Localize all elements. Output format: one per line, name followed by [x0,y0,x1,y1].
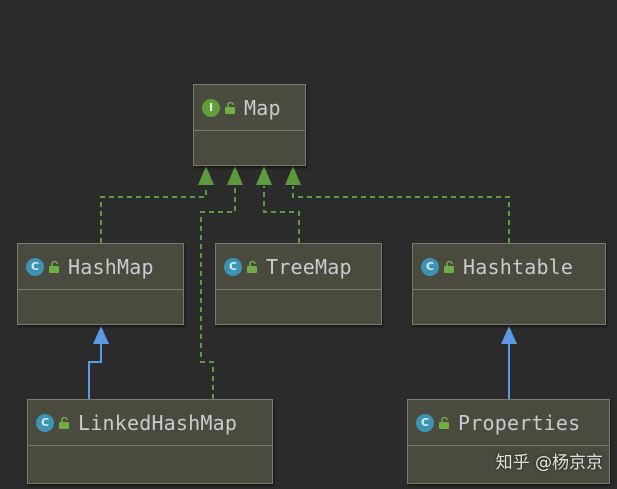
uml-node-header: C TreeMap [216,244,381,290]
lock-open-icon [225,101,235,114]
node-label-hashmap: HashMap [68,254,154,279]
arrowhead-map-4 [285,166,301,185]
uml-node-properties[interactable]: C Properties [407,399,610,484]
lock-open-icon [247,260,257,273]
uml-node-header: C LinkedHashMap [28,400,272,446]
class-icon: C [26,257,44,276]
edge-hashtable-implements-map [292,186,510,243]
arrowhead-map-1 [198,166,214,185]
arrowhead-hashtable [501,326,517,344]
edge-linkedhashmap-implements-map [200,186,236,399]
interface-icon: I [202,98,220,117]
lock-open-icon [59,416,69,429]
uml-node-header: C Properties [408,400,609,446]
lock-open-icon [49,260,59,273]
class-icon: C [416,413,434,432]
class-icon: C [421,257,439,276]
uml-node-treemap[interactable]: C TreeMap [215,243,382,325]
arrowhead-map-3 [256,166,272,185]
arrowhead-map-2 [227,166,243,185]
node-label-map: Map [244,95,281,120]
lock-open-icon [439,416,449,429]
class-icon: C [224,257,242,276]
watermark-text: 知乎 @杨京京 [495,453,603,473]
class-icon: C [36,413,54,432]
edge-linkedhashmap-extends-hashmap [88,344,102,399]
uml-node-hashmap[interactable]: C HashMap [17,243,184,325]
node-label-treemap: TreeMap [266,254,352,279]
edge-treemap-implements-map [263,186,300,243]
uml-node-header: I Map [194,85,305,131]
node-label-properties: Properties [458,410,581,435]
uml-node-hashtable[interactable]: C Hashtable [412,243,606,325]
node-label-linkedhashmap: LinkedHashMap [78,410,238,435]
arrowhead-hashmap [93,326,109,344]
node-label-hashtable: Hashtable [463,254,574,279]
uml-node-map[interactable]: I Map [193,84,306,166]
uml-node-header: C HashMap [18,244,183,290]
edge-hashmap-implements-map [100,186,207,243]
uml-node-linkedhashmap[interactable]: C LinkedHashMap [27,399,273,484]
lock-open-icon [444,260,454,273]
uml-node-header: C Hashtable [413,244,605,290]
